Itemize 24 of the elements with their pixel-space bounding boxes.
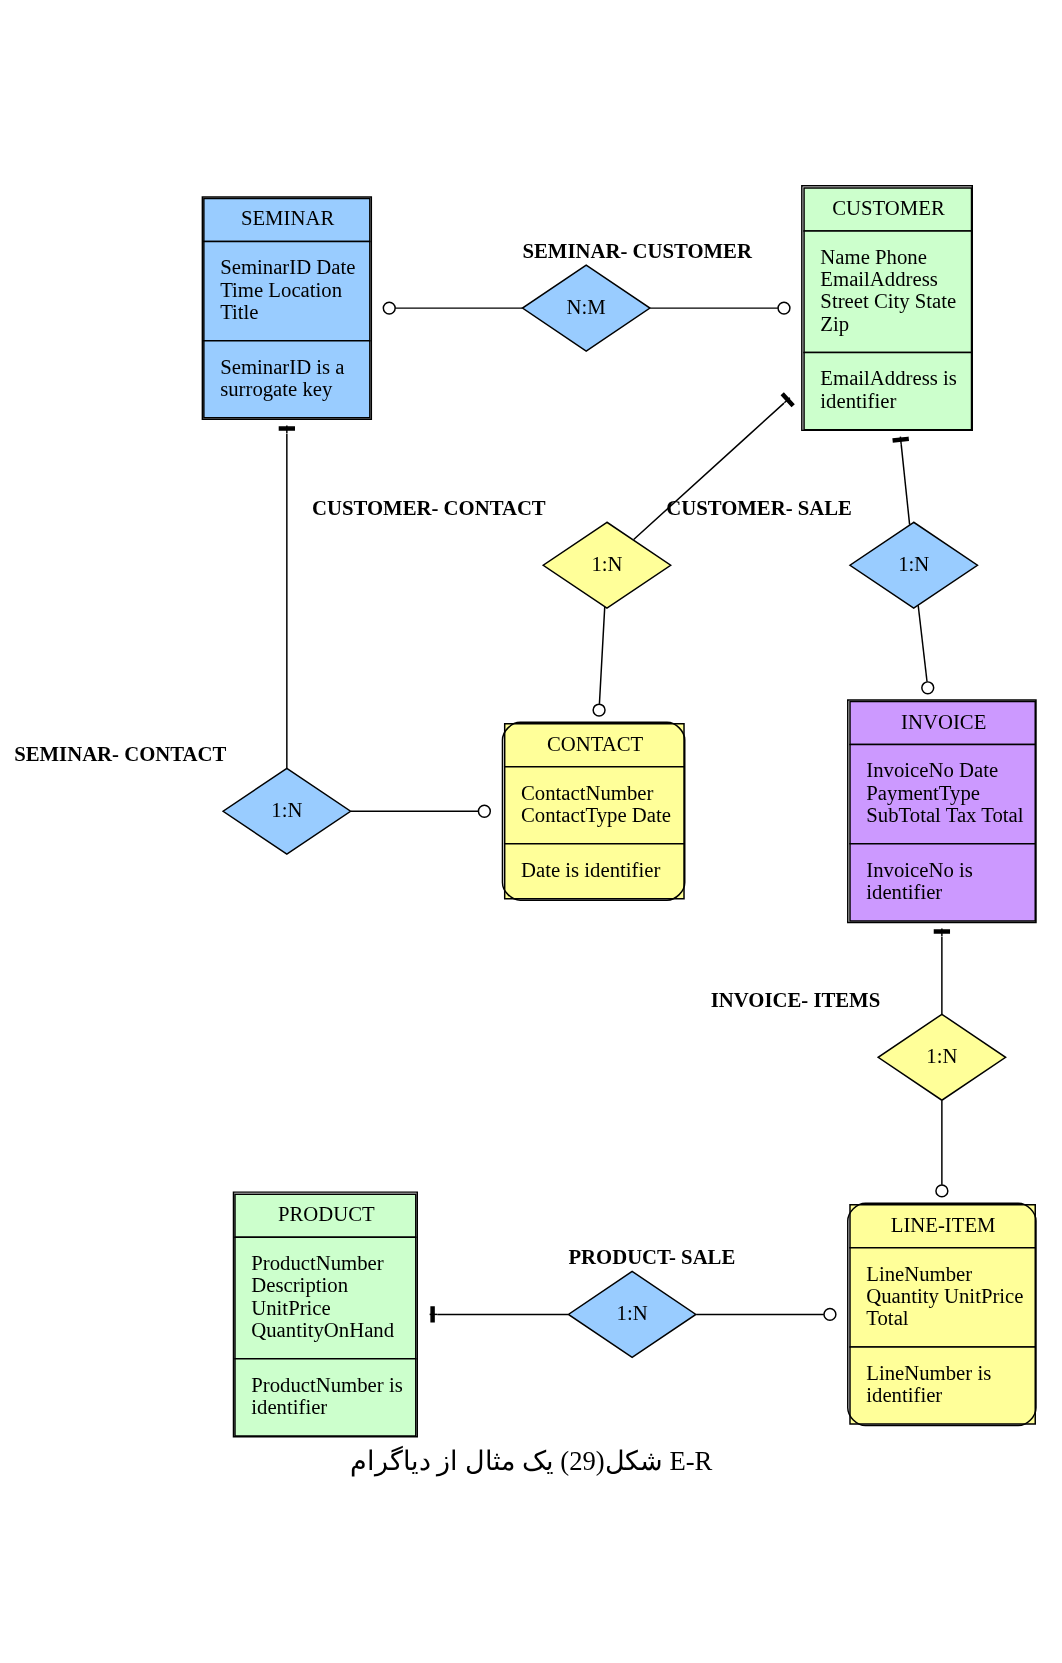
node-diamond: 1:N xyxy=(221,766,352,855)
connector xyxy=(935,1099,949,1198)
connector xyxy=(382,300,524,315)
connector xyxy=(350,804,492,818)
node-label: CUSTOMER- SALE xyxy=(666,496,852,519)
node-diamond: 1:N xyxy=(567,1270,698,1358)
connector xyxy=(632,391,795,540)
caption: شکل(29) یک مثال از دیاگرام E-R xyxy=(349,1445,713,1476)
connector xyxy=(892,435,911,525)
node-label: INVOICE- ITEMS xyxy=(710,988,881,1011)
connector xyxy=(592,605,606,717)
connector xyxy=(695,1307,837,1321)
connector xyxy=(278,424,295,769)
node-label: SEMINAR- CONTACT xyxy=(14,742,227,765)
node-diamond: 1:N xyxy=(876,1012,1007,1101)
node-diamond: 1:N xyxy=(541,520,672,609)
node-diamond: N:M xyxy=(521,263,652,352)
node-label: PRODUCT- SALE xyxy=(568,1245,736,1268)
connector xyxy=(649,300,791,315)
node-diamond: 1:N xyxy=(848,520,979,609)
node-label: SEMINAR- CUSTOMER xyxy=(522,239,752,262)
connector xyxy=(917,604,935,694)
node-label: CUSTOMER- CONTACT xyxy=(312,496,546,519)
connector xyxy=(933,927,951,1015)
